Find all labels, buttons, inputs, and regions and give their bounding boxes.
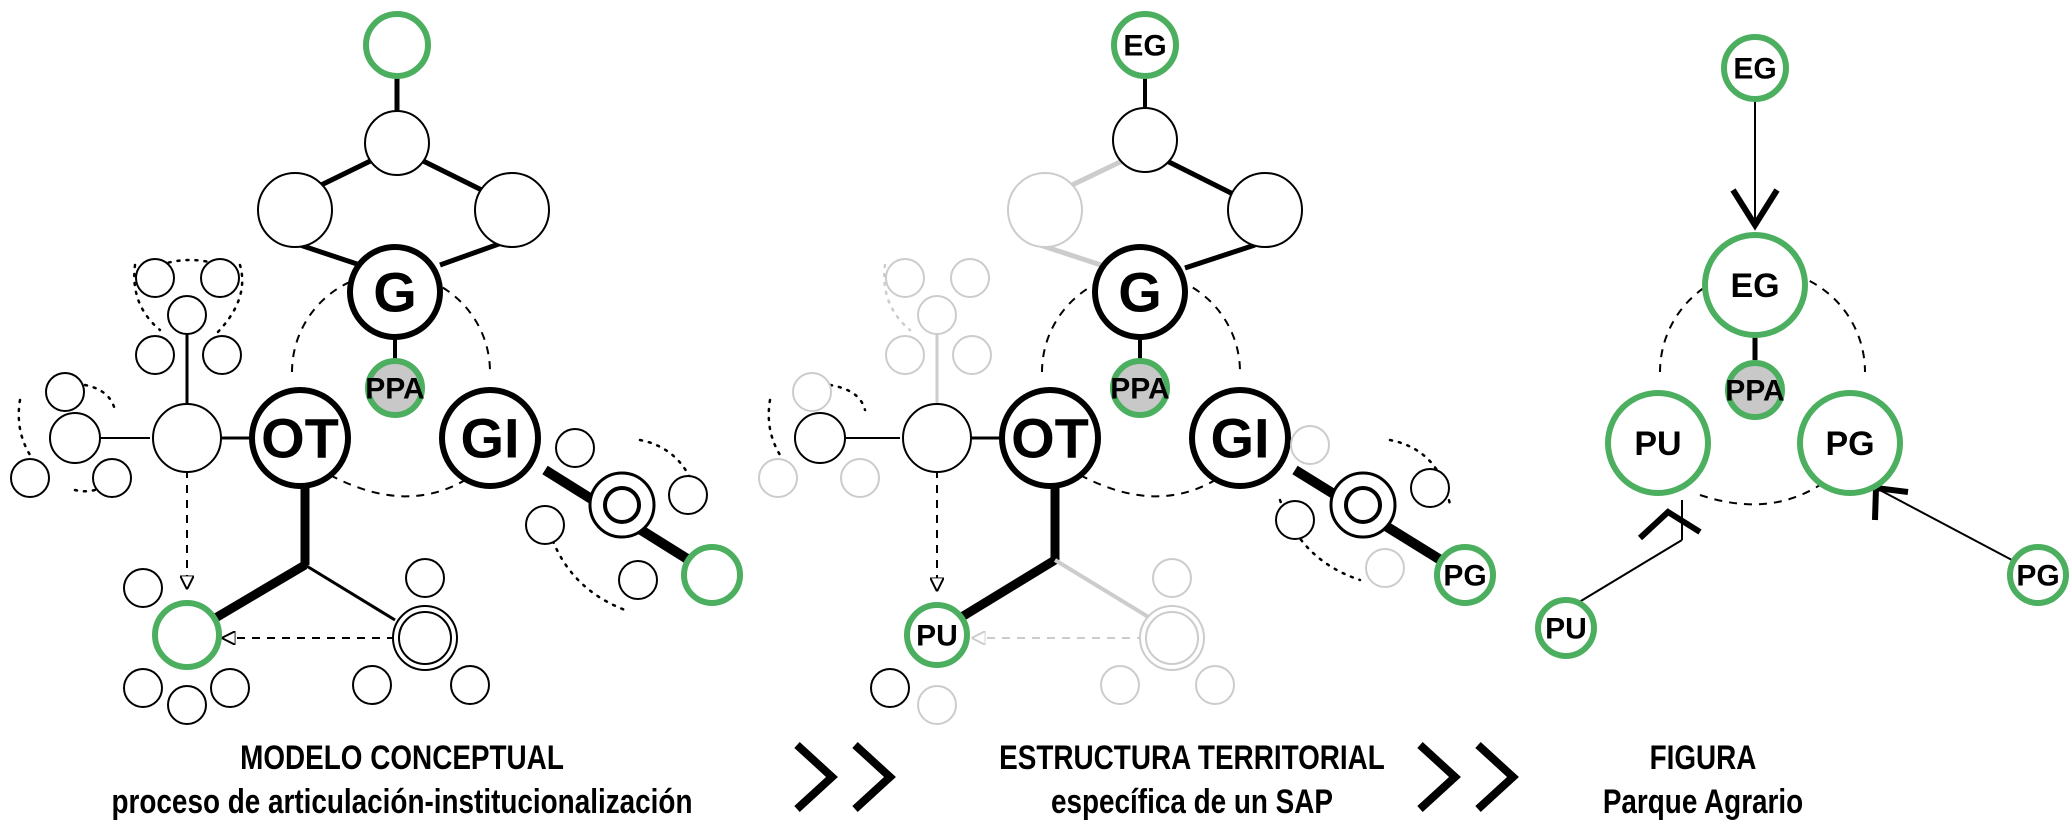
node-ppa-label: PPA — [365, 373, 424, 406]
node-ppa — [1110, 358, 1170, 418]
node-pu-source — [1535, 597, 1597, 659]
node-green-top — [363, 11, 431, 79]
node-eg-source-label: EG — [1733, 53, 1776, 86]
node-eg — [1702, 232, 1808, 338]
node-pu-label: PU — [916, 620, 958, 653]
node-ot — [249, 387, 351, 489]
node-pu-source-label: PU — [1545, 613, 1587, 646]
node-green-left — [152, 600, 222, 670]
node-pg-source-label: PG — [2016, 560, 2059, 593]
node-ot — [999, 387, 1101, 489]
chevron-right-icon — [1417, 742, 1519, 812]
node-pg-label: PG — [1443, 560, 1486, 593]
node-green-right — [681, 544, 743, 606]
node-gi — [439, 387, 541, 489]
node-pu — [904, 602, 970, 668]
node-gi-label: GI — [1210, 407, 1269, 470]
panel-modelo-conceptual: G OT GI PPA — [10, 11, 743, 725]
node-eg-source — [1721, 34, 1789, 102]
caption-modelo-conceptual: MODELO CONCEPTUAL proceso de articulació… — [112, 736, 693, 824]
node-pg — [1434, 544, 1496, 606]
node-g-label: G — [373, 261, 417, 324]
node-gi-label: GI — [460, 407, 519, 470]
caption-subtitle: Parque Agrario — [1602, 783, 1804, 821]
node-pg-source — [2007, 544, 2069, 606]
node-g — [347, 244, 443, 340]
node-ppa-label: PPA — [1110, 373, 1169, 406]
node-pg-label: PG — [1825, 425, 1874, 463]
node-pu — [1605, 390, 1711, 496]
node-ppa-label: PPA — [1725, 375, 1784, 408]
node-eg-label: EG — [1123, 30, 1166, 63]
node-ppa — [365, 358, 425, 418]
node-g-label: G — [1118, 261, 1162, 324]
node-eg-label: EG — [1730, 267, 1779, 305]
node-ppa — [1725, 360, 1785, 420]
node-eg — [1111, 11, 1179, 79]
node-pu-label: PU — [1634, 425, 1681, 463]
caption-estructura-territorial: ESTRUCTURA TERRITORIAL específica de un … — [999, 736, 1385, 824]
node-g — [1092, 244, 1188, 340]
node-gi — [1189, 387, 1291, 489]
panel-figura-parque-agrario: EG EG PPA PU PG PU PG — [1535, 34, 2069, 659]
caption-title: FIGURA — [1649, 739, 1757, 777]
caption-subtitle: proceso de articulación-institucionaliza… — [111, 783, 693, 821]
node-pg — [1797, 390, 1903, 496]
node-ot-label: OT — [261, 407, 339, 470]
panel-estructura-territorial: EG G OT GI PPA PU PG — [758, 11, 1496, 725]
chevron-right-icon — [794, 742, 896, 812]
caption-subtitle: específica de un SAP — [1050, 783, 1333, 821]
caption-figura: FIGURA Parque Agrario — [1603, 736, 1803, 824]
caption-title: MODELO CONCEPTUAL — [240, 739, 564, 777]
node-ot-label: OT — [1011, 407, 1089, 470]
caption-title: ESTRUCTURA TERRITORIAL — [999, 739, 1385, 777]
